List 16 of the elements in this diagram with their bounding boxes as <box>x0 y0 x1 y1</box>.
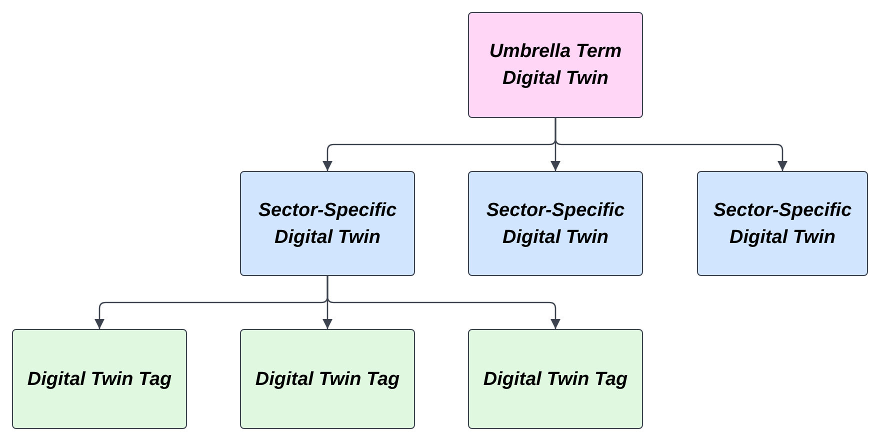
tag-box <box>468 329 643 429</box>
arrow <box>554 118 788 171</box>
arrow <box>326 276 560 329</box>
tag-box <box>240 329 415 429</box>
tag-box <box>12 329 187 429</box>
node-label: Umbrella Term Digital Twin <box>488 40 623 91</box>
node-label: Sector-Specific Digital Twin <box>712 198 853 250</box>
sector-box <box>468 171 643 276</box>
node-label: Digital Twin Tag <box>482 368 629 392</box>
umbrella-box <box>468 12 643 118</box>
node-label: Sector-Specific Digital Twin <box>257 198 398 250</box>
sector-box <box>697 171 868 276</box>
sector-box <box>240 171 415 276</box>
node-label: Digital Twin Tag <box>26 368 173 392</box>
node-label: Sector-Specific Digital Twin <box>485 198 626 250</box>
node-label: Digital Twin Tag <box>254 368 401 392</box>
